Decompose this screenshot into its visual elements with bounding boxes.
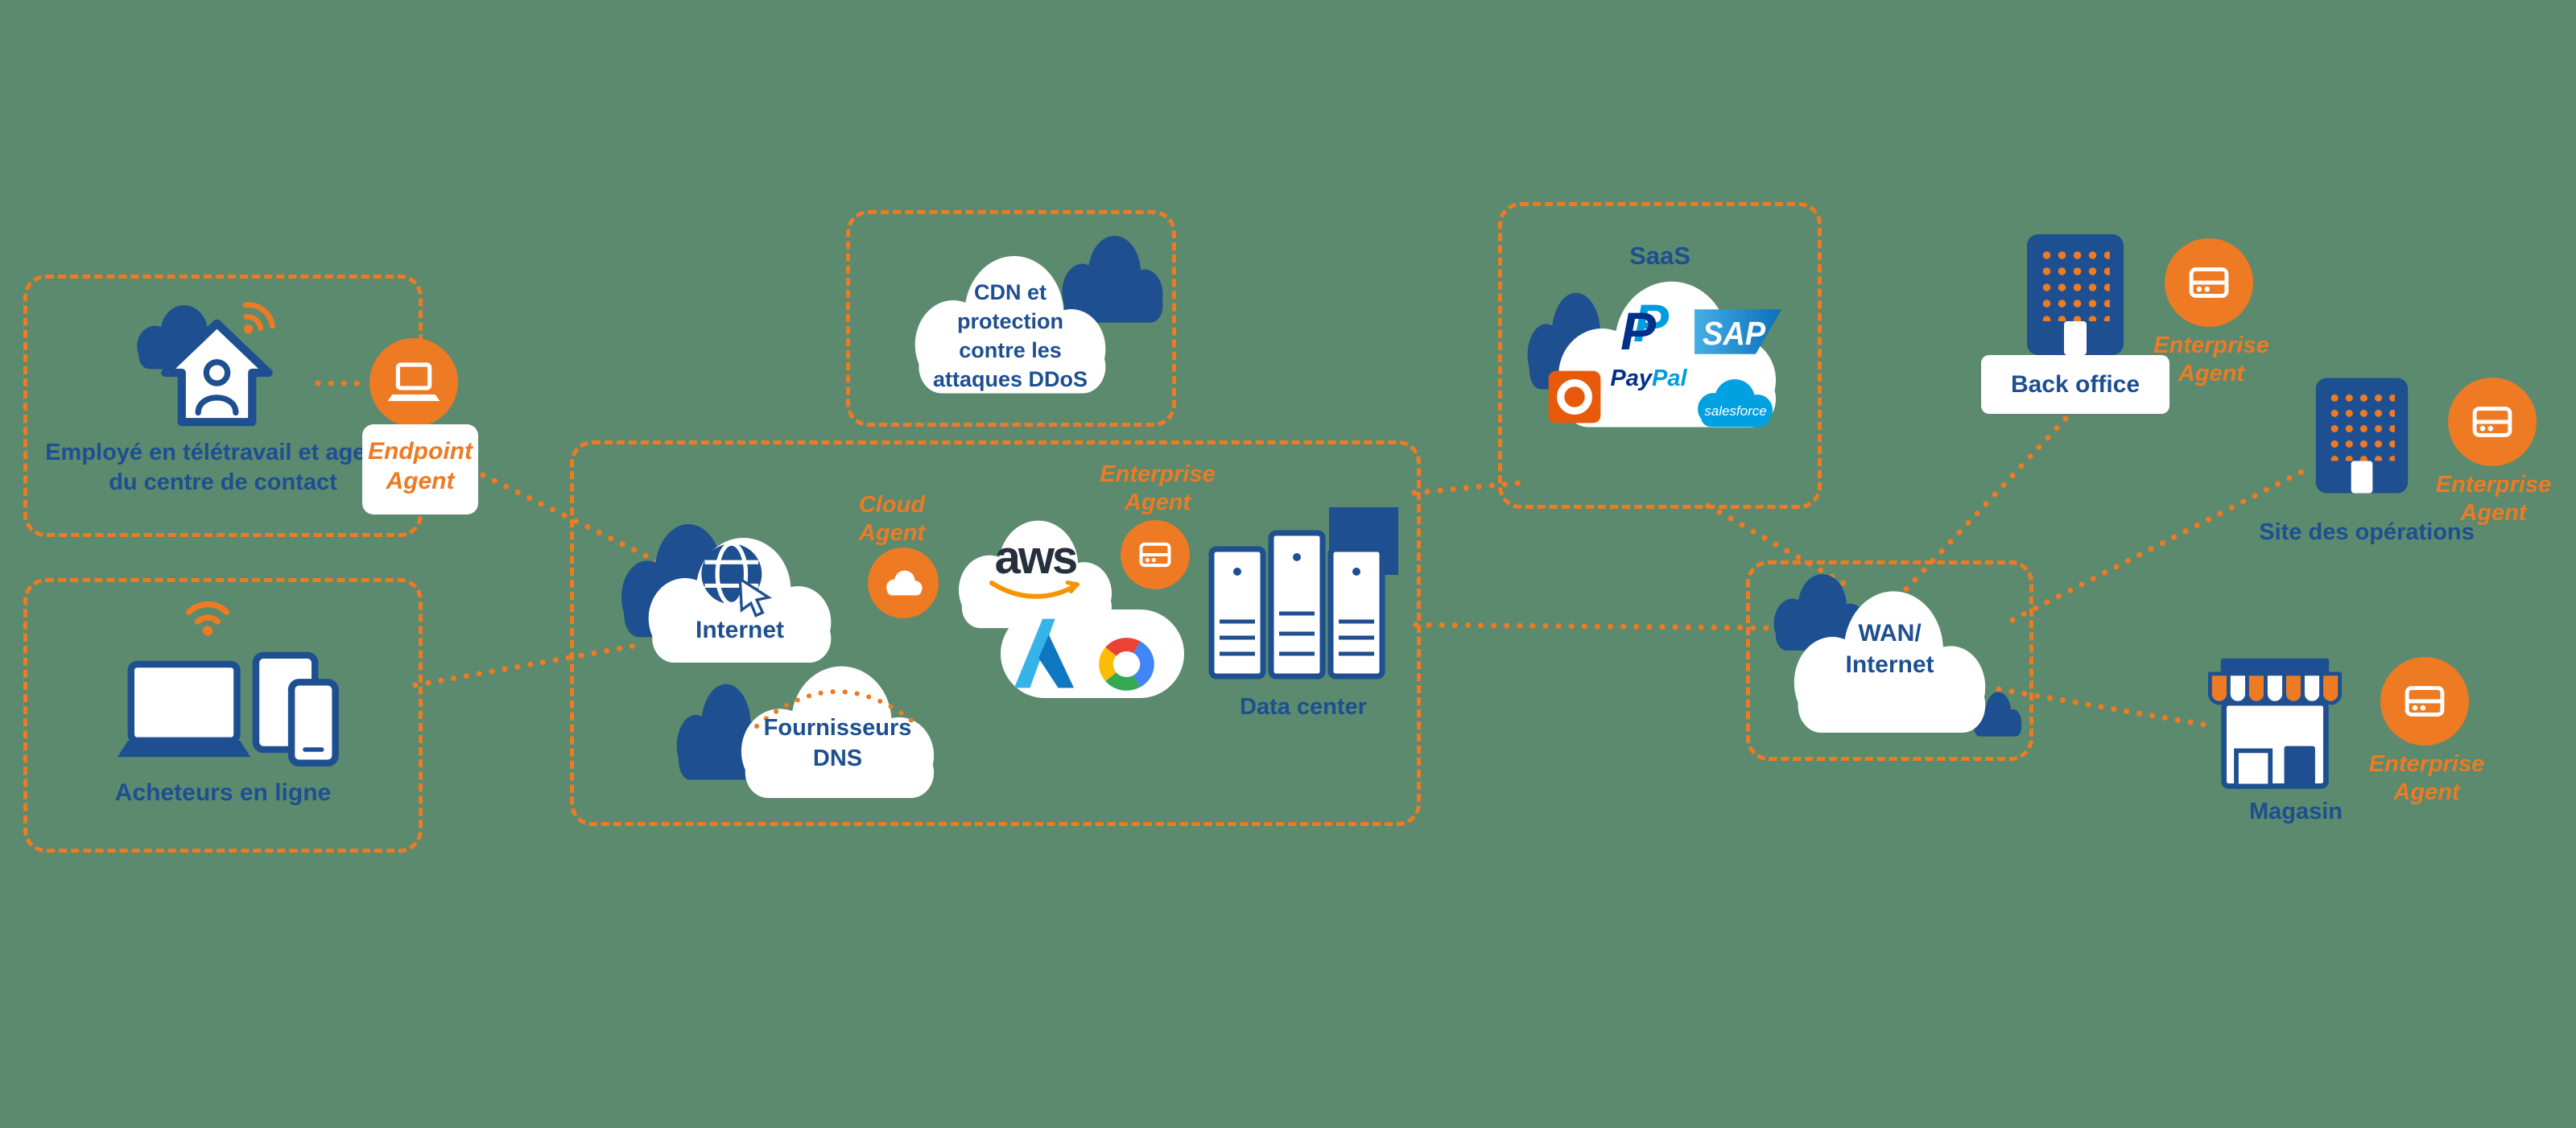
connector-line — [1413, 622, 1784, 631]
endpoint-agent-line1: Endpoint — [368, 438, 473, 465]
salesforce-wordmark: salesforce — [1704, 403, 1766, 419]
endpoint-agent-label: Endpoint Agent — [362, 437, 478, 496]
paypal-monogram-front: P — [1620, 301, 1657, 361]
paypal-logo: P P — [1620, 296, 1685, 373]
paypal-monogram-back: P — [1633, 293, 1670, 353]
enterprise-agent-line1: Enterprise — [2368, 751, 2485, 777]
enterprise-agent-line1: Enterprise — [2153, 333, 2269, 358]
enterprise-agent-icon — [2448, 378, 2537, 466]
enterprise-agent-label: Enterprise Agent — [1093, 461, 1222, 518]
remote-employee-label: Employé en télétravail et agents du cent… — [45, 440, 401, 495]
aws-wordmark: aws — [994, 531, 1079, 584]
aws-logo: aws — [943, 535, 1127, 602]
connector-line — [480, 472, 665, 567]
server-icon — [2181, 254, 2237, 311]
google-cloud-logo — [1099, 638, 1154, 691]
store-icon — [2207, 658, 2343, 789]
devices-icon — [117, 651, 339, 766]
online-shoppers-group: Acheteurs en ligne — [23, 578, 423, 853]
connector-line — [2009, 468, 2306, 623]
wan-line2: Internet — [1845, 651, 1934, 678]
paypal-wordmark: PayPal — [1592, 366, 1705, 392]
operations-site-label: Site des opérations — [2259, 519, 2475, 545]
datacenter-icon — [1208, 507, 1398, 680]
wifi-icon — [180, 590, 235, 638]
enterprise-agent-label: Enterprise Agent — [2415, 471, 2572, 528]
paypal-word-pay: Pay — [1610, 366, 1653, 391]
enterprise-agent-label: Enterprise Agent — [2348, 750, 2505, 808]
paypal-word-pal: Pal — [1652, 366, 1687, 391]
enterprise-agent-line1: Enterprise — [2435, 472, 2552, 498]
enterprise-agent-line2: Agent — [1124, 490, 1191, 516]
back-office-label: Back office — [2010, 371, 2140, 398]
cloud-agent-line2: Agent — [858, 520, 926, 547]
building-icon — [2313, 374, 2411, 497]
cdn-line4: attaques DDoS — [932, 366, 1088, 391]
cursor-icon — [738, 576, 772, 618]
cloud-agent-line1: Cloud — [858, 492, 926, 518]
internet-infrastructure-group: Internet Cloud Agent aws — [570, 440, 1421, 826]
sap-logo: SAP — [1695, 309, 1781, 354]
cdn-line3: contre les — [959, 337, 1062, 362]
saas-group: SaaS P P SAP PayPal salesforce — [1498, 202, 1822, 509]
connector-line — [412, 641, 647, 688]
enterprise-agent-icon — [2380, 657, 2469, 746]
dotted-arc-icon — [754, 689, 921, 729]
wan-group: WAN/ Internet — [1746, 560, 2033, 761]
globe-icon — [701, 541, 772, 618]
cdn-line2: protection — [957, 308, 1063, 333]
endpoint-agent-line2: Agent — [386, 467, 455, 494]
online-shoppers-label: Acheteurs en ligne — [114, 779, 332, 806]
enterprise-agent-label: Enterprise Agent — [2131, 332, 2292, 389]
laptop-icon — [387, 362, 440, 402]
internet-label: Internet — [695, 617, 784, 643]
datacenter-label: Data center — [1240, 694, 1367, 720]
cloud-agent-icon — [868, 547, 939, 618]
connector-line — [1411, 480, 1521, 496]
cdn-line1: CDN et — [973, 280, 1046, 304]
endpoint-agent-labelbox: Endpoint Agent — [362, 424, 478, 514]
remote-employee-group: Employé en télétravail et agents du cent… — [23, 275, 423, 537]
wan-label: WAN/ Internet — [1775, 618, 2004, 680]
dns-line2: DNS — [812, 745, 863, 771]
aws-smile-icon — [989, 581, 1080, 599]
house-icon — [161, 319, 273, 427]
server-icon — [1133, 532, 1178, 577]
store-label: Magasin — [2248, 799, 2343, 824]
connector-line — [1900, 415, 2069, 596]
building-icon — [2024, 231, 2127, 358]
back-office-labelbox: Back office — [1981, 355, 2169, 414]
connector-line — [1705, 502, 1855, 591]
cloud-icon — [886, 570, 923, 596]
salesforce-logo: salesforce — [1698, 379, 1773, 427]
enterprise-agent-line2: Agent — [2178, 361, 2245, 387]
enterprise-agent-line2: Agent — [2460, 500, 2527, 527]
azure-logo — [1013, 618, 1075, 688]
cloud-agent-label: Cloud Agent — [840, 491, 944, 548]
cdn-label: CDN et protection contre les attaques DD… — [896, 279, 1125, 395]
enterprise-agent-line1: Enterprise — [1100, 461, 1216, 487]
cdn-group: CDN et protection contre les attaques DD… — [846, 210, 1176, 427]
server-icon — [2396, 673, 2453, 729]
office-logo — [1548, 370, 1601, 424]
saas-label: SaaS — [1629, 242, 1690, 270]
enterprise-agent-icon — [1121, 520, 1190, 589]
enterprise-agent-icon — [2165, 238, 2253, 327]
dns-line1: Fournisseurs — [763, 715, 912, 741]
server-icon — [2464, 394, 2520, 450]
endpoint-agent-icon — [369, 338, 458, 427]
dns-label: Fournisseurs DNS — [722, 713, 953, 774]
enterprise-agent-line2: Agent — [2393, 779, 2460, 806]
sap-wordmark: SAP — [1703, 316, 1766, 352]
wan-line1: WAN/ — [1858, 620, 1922, 647]
